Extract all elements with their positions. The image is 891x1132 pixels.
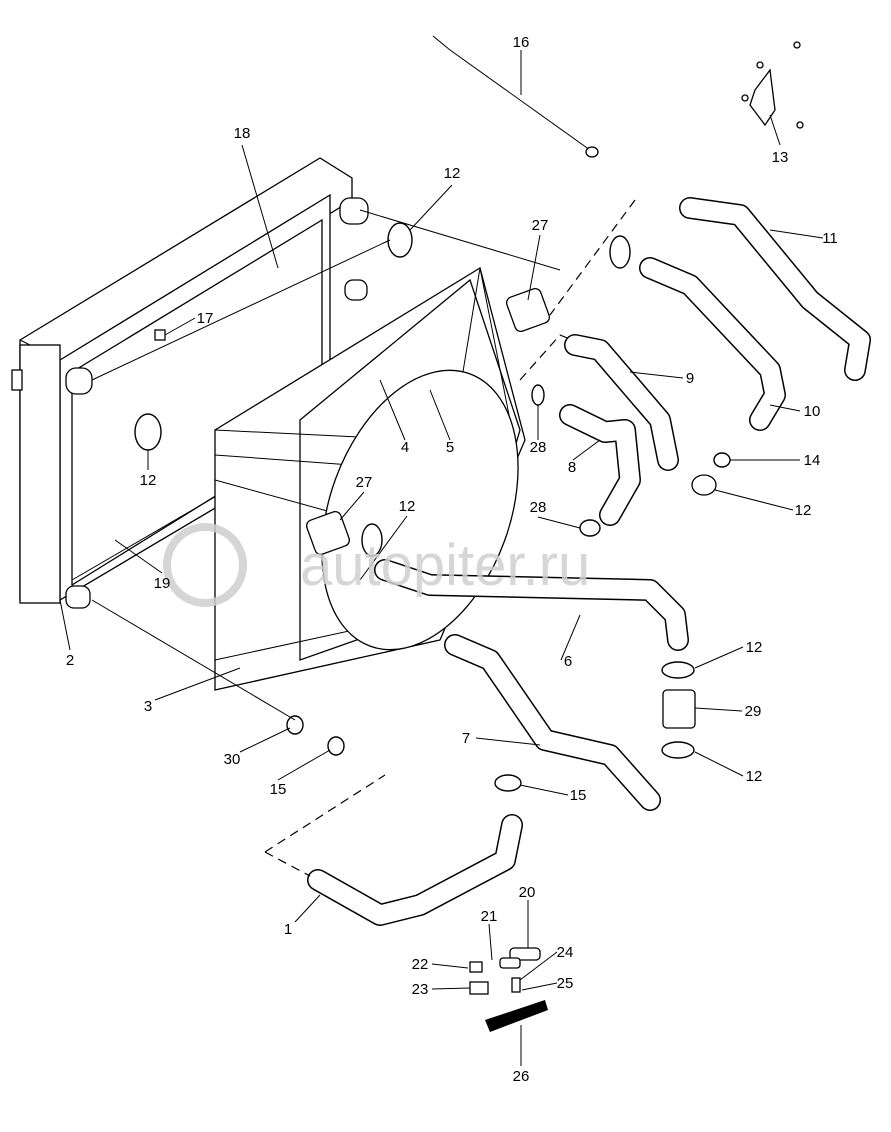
callout-7: 7 <box>462 730 470 747</box>
callout-11: 11 <box>822 230 838 247</box>
callout-12: 12 <box>140 472 157 489</box>
callout-24: 24 <box>557 944 574 961</box>
hose-6 <box>374 559 689 651</box>
radiator-outlets <box>65 197 369 609</box>
hose-7 <box>444 634 661 811</box>
callout-8: 8 <box>568 459 576 476</box>
callout-9: 9 <box>686 370 694 387</box>
callout-3: 3 <box>144 698 152 715</box>
hose-10 <box>639 257 786 431</box>
callout-4: 4 <box>401 439 409 456</box>
callout-19: 19 <box>154 575 171 592</box>
hose-9 <box>564 334 679 471</box>
watermark: autopiter.ru <box>163 523 590 607</box>
mount-assembly <box>469 947 548 1032</box>
callout-18: 18 <box>234 125 251 142</box>
callout-15: 15 <box>270 781 287 798</box>
callout-12: 12 <box>746 639 763 656</box>
couplers <box>305 287 696 729</box>
callouts: 16 13 18 12 27 11 17 9 10 4 5 28 8 14 12… <box>66 34 838 1085</box>
callout-29: 29 <box>745 703 762 720</box>
callout-12: 12 <box>399 498 416 515</box>
callout-23: 23 <box>412 981 429 998</box>
clamps <box>134 222 731 792</box>
callout-13: 13 <box>772 149 789 166</box>
hose-1 <box>307 814 523 926</box>
rod-16 <box>432 35 599 158</box>
callout-27: 27 <box>532 217 549 234</box>
bracket-13 <box>741 41 804 129</box>
callout-1: 1 <box>284 921 292 938</box>
hose-8 <box>559 404 641 526</box>
callout-30: 30 <box>224 751 241 768</box>
callout-12: 12 <box>746 768 763 785</box>
callout-14: 14 <box>804 452 821 469</box>
callout-15: 15 <box>570 787 587 804</box>
callout-26: 26 <box>513 1068 530 1085</box>
callout-5: 5 <box>446 439 454 456</box>
callout-17: 17 <box>197 310 214 327</box>
callout-12: 12 <box>795 502 812 519</box>
hose-11 <box>679 197 871 381</box>
watermark-text: autopiter.ru <box>300 533 590 598</box>
callout-6: 6 <box>564 653 572 670</box>
callout-20: 20 <box>519 884 536 901</box>
callout-22: 22 <box>412 956 429 973</box>
radiator <box>11 157 353 604</box>
callout-16: 16 <box>513 34 530 51</box>
leader-lines <box>59 50 824 1066</box>
callout-10: 10 <box>804 403 821 420</box>
callout-25: 25 <box>557 975 574 992</box>
callout-12: 12 <box>444 165 461 182</box>
callout-21: 21 <box>481 908 498 925</box>
callout-27: 27 <box>356 474 373 491</box>
callout-28: 28 <box>530 499 547 516</box>
callout-2: 2 <box>66 652 74 669</box>
callout-28: 28 <box>530 439 547 456</box>
